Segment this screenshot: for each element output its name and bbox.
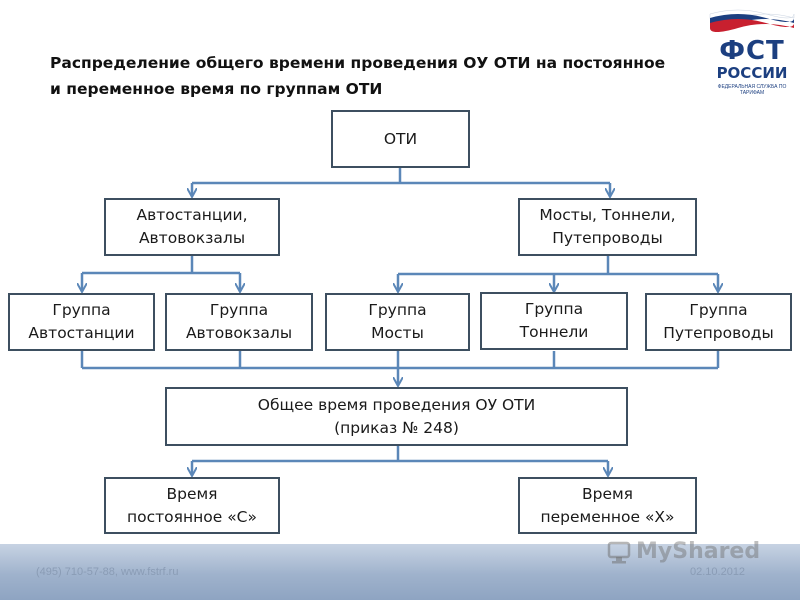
node-gruppa-puteprovody: Группа Путепроводы bbox=[645, 293, 792, 351]
footer-bar: (495) 710-57-88, www.fstrf.ru 02.10.2012 bbox=[0, 544, 800, 600]
logo-fst-text: ФСТ bbox=[719, 36, 785, 66]
footer-contact: (495) 710-57-88, www.fstrf.ru bbox=[36, 566, 179, 578]
page-title: Распределение общего времени проведения … bbox=[50, 54, 666, 98]
node-vremya-postoyannoe: Время постоянное «С» bbox=[104, 477, 280, 534]
node-gruppa-mosty: Группа Мосты bbox=[325, 293, 470, 351]
watermark-text: MyShared bbox=[636, 539, 761, 564]
node-gruppa-tonneli: Группа Тоннели bbox=[480, 292, 628, 350]
footer-date: 02.10.2012 bbox=[690, 566, 746, 578]
node-mosty-tonneli-puteprovody: Мосты, Тоннели, Путепроводы bbox=[518, 198, 697, 256]
watermark-icon bbox=[607, 541, 631, 564]
logo-subtitle: ФЕДЕРАЛЬНАЯ СЛУЖБА ПО ТАРИФАМ bbox=[717, 84, 787, 96]
flag-icon bbox=[709, 9, 795, 32]
node-avtostancii-avtovokzaly: Автостанции, Автовокзалы bbox=[104, 198, 280, 256]
node-oti: ОТИ bbox=[331, 110, 470, 168]
node-obshchee-vremya: Общее время проведения ОУ ОТИ (приказ № … bbox=[165, 387, 628, 446]
node-gruppa-avtovokzaly: Группа Автовокзалы bbox=[165, 293, 313, 351]
node-gruppa-avtostancii: Группа Автостанции bbox=[8, 293, 155, 351]
node-vremya-peremennoe: Время переменное «Х» bbox=[518, 477, 697, 534]
logo-rossii-text: РОССИИ bbox=[716, 64, 788, 82]
fst-logo: ФСТ РОССИИ ФЕДЕРАЛЬНАЯ СЛУЖБА ПО ТАРИФАМ bbox=[708, 8, 796, 96]
